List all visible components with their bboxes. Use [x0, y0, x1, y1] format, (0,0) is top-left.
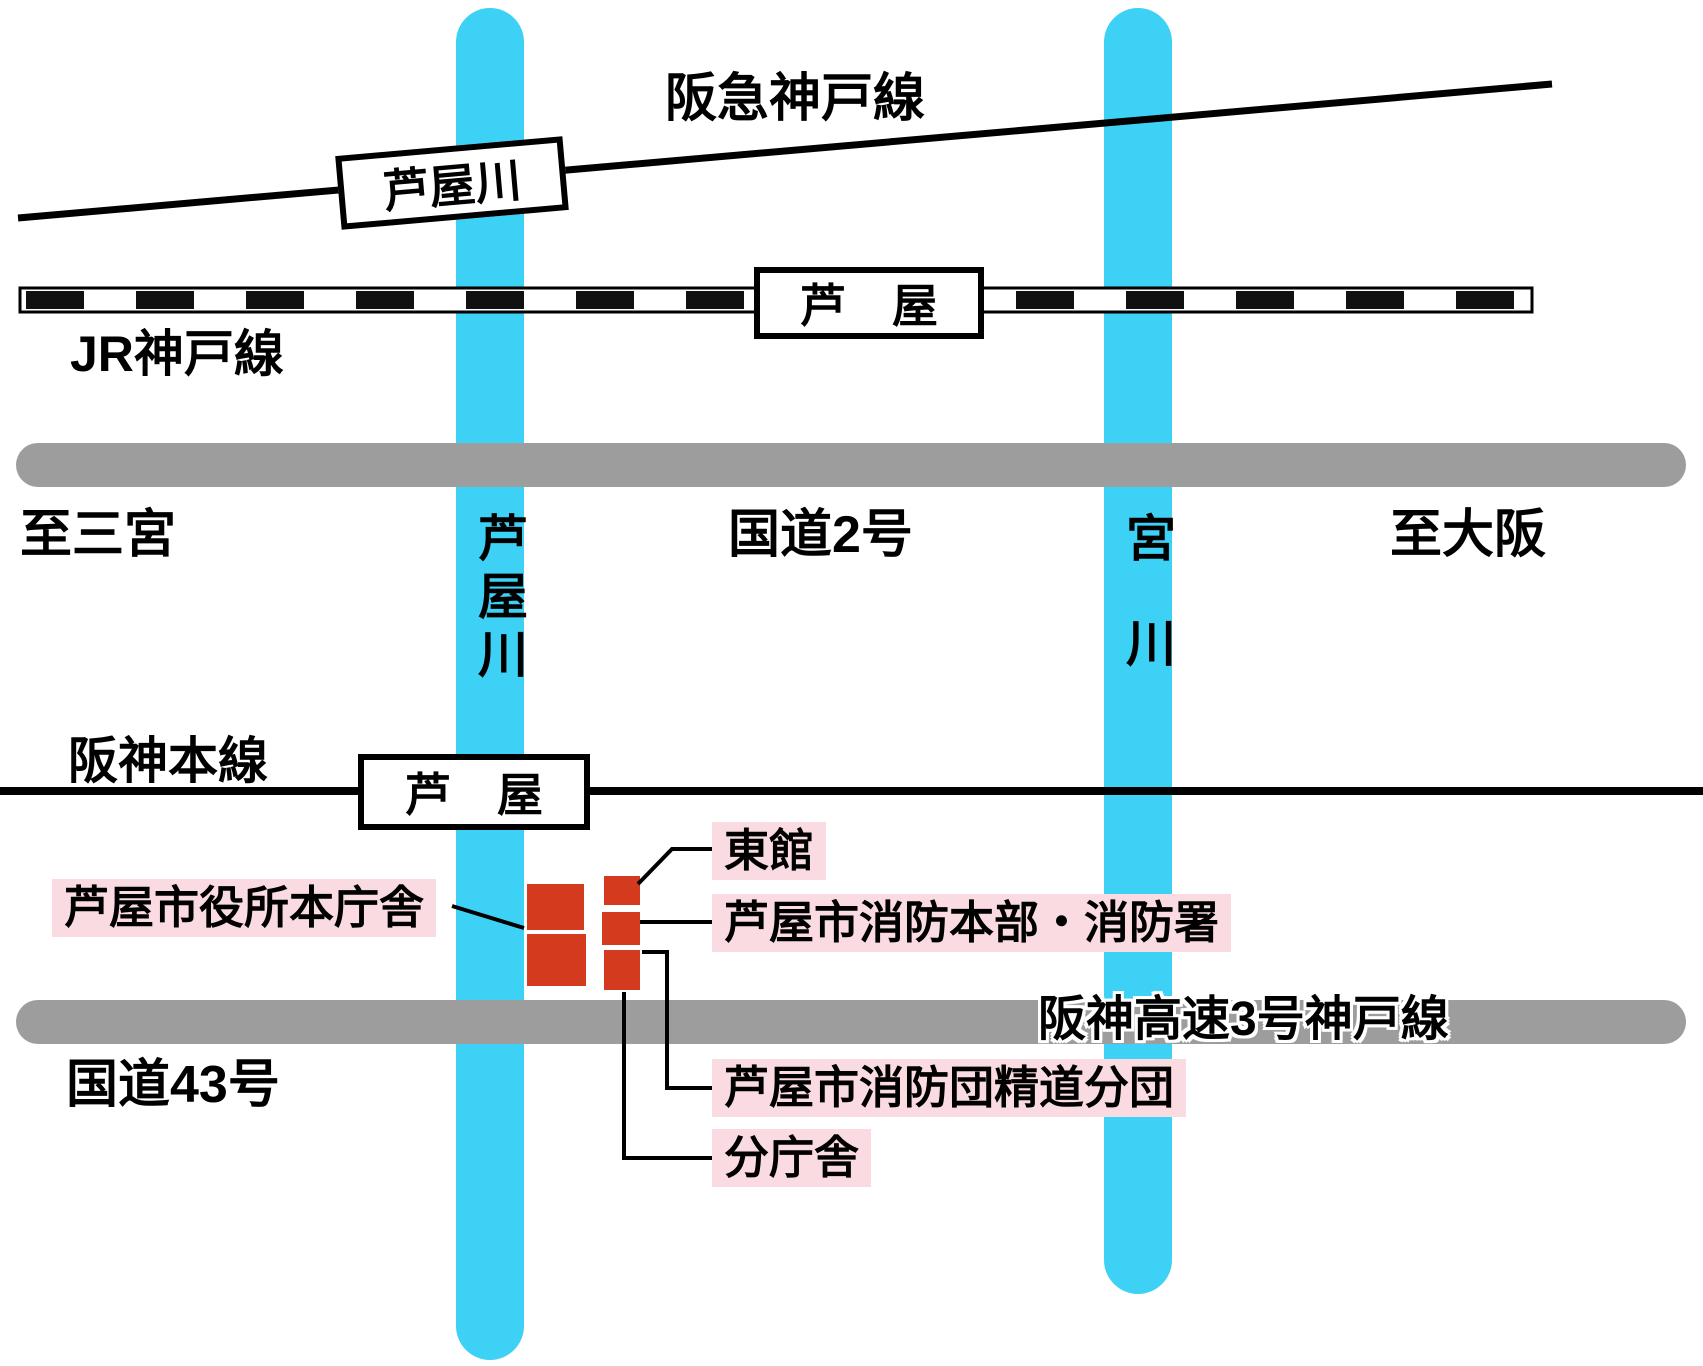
fire-brigade-leader	[642, 950, 712, 1090]
leader-lines	[451, 847, 712, 1160]
annex-leader	[622, 992, 712, 1160]
annex-building	[604, 950, 640, 990]
city-hall-leader	[451, 904, 525, 930]
buildings-group	[527, 876, 640, 990]
jr-line-shape	[18, 286, 1534, 314]
expressway-shape	[16, 1000, 1686, 1044]
ashiya-river-shape	[456, 8, 524, 1360]
city-hall-building	[527, 884, 584, 930]
east-building-shape	[604, 876, 640, 905]
miya-river-shape	[1104, 8, 1172, 1294]
hankyu-line-shape	[17, 80, 1553, 222]
east-building-leader	[636, 847, 712, 886]
fire-hq-building	[602, 912, 640, 945]
city-hall-building-south	[527, 934, 586, 986]
route2-shape	[16, 443, 1686, 487]
